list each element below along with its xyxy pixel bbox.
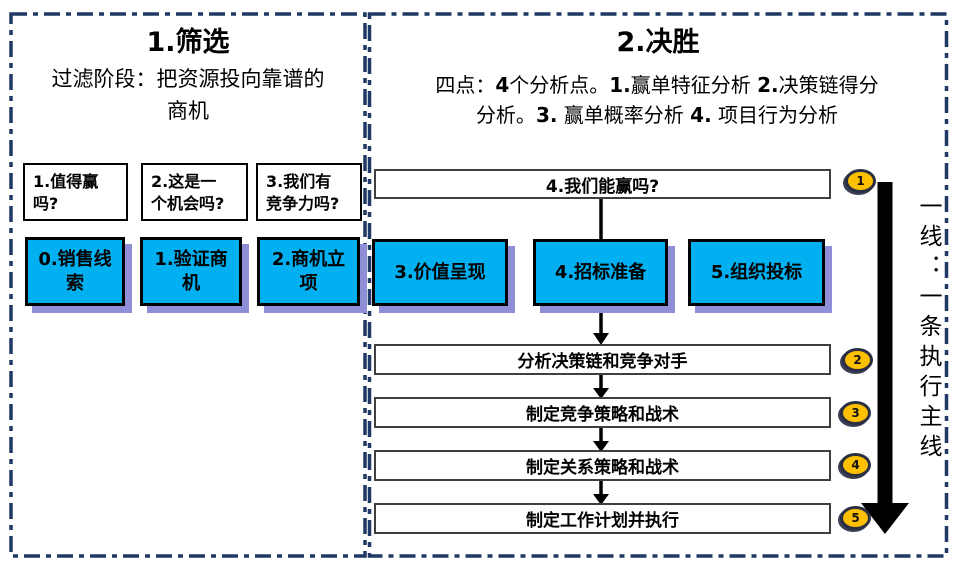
stage-box-project-initiation: 2.商机立 项	[257, 237, 360, 306]
subtitle-segment: 赢单特征分析	[630, 73, 758, 97]
subtitle-segment: 赢单概率分析	[557, 103, 691, 127]
left-panel-subtitle: 过滤阶段：把资源投向靠谱的 商机	[51, 67, 325, 123]
subtitle-segment: 项目行为分析	[711, 103, 839, 127]
subtitle-segment: 4	[495, 73, 510, 97]
left-panel-dashed-border	[9, 12, 367, 558]
step-marker-2: 2	[842, 348, 873, 372]
stage-box-value-presentation: 3.价值呈现	[372, 239, 508, 306]
step-marker-3: 3	[840, 401, 871, 425]
subtitle-segment: 决策链得分 分析。	[475, 73, 879, 127]
question-box-competitive: 3.我们有 竞争力吗?	[256, 163, 362, 221]
right-panel-dashed-border	[367, 12, 949, 558]
arrowhead-step2-icon	[593, 388, 609, 399]
arrowhead-step4-icon	[593, 494, 609, 505]
step-box-competitive-strategy: 制定竞争策略和战术	[374, 397, 831, 428]
arrowhead-step3-icon	[593, 441, 609, 452]
subtitle-segment: 四点：	[435, 73, 496, 97]
question-box-worth-winning: 1.值得赢 吗?	[23, 163, 128, 221]
main-line-label: 一线：一条执行主线	[915, 194, 941, 464]
stage-box-sales-leads: 0.销售线 索	[25, 237, 125, 306]
step-box-relationship-strategy: 制定关系策略和战术	[374, 450, 831, 481]
subtitle-segment: 1.	[609, 73, 631, 97]
step-marker-5: 5	[840, 506, 871, 530]
subtitle-segment: 3.	[535, 103, 558, 127]
right-panel-title: 2.决胜	[616, 27, 700, 58]
question-box-is-opportunity: 2.这是一 个机会吗?	[141, 163, 248, 221]
stage-box-organize-bidding: 5.组织投标	[688, 239, 825, 306]
subtitle-segment: 个分析点。	[509, 73, 610, 97]
question-box-can-we-win: 4.我们能赢吗?	[374, 169, 831, 199]
stage-box-verify-opportunity: 1.验证商 机	[140, 237, 242, 306]
stage-box-bid-preparation: 4.招标准备	[533, 239, 668, 306]
step-box-work-plan-execute: 制定工作计划并执行	[374, 503, 831, 534]
right-panel-subtitle: 四点：4个分析点。1.赢单特征分析 2.决策链得分 分析。3. 赢单概率分析 4…	[373, 70, 941, 130]
step-box-analyze-decision-chain: 分析决策链和竞争对手	[374, 344, 831, 375]
subtitle-segment: 2.	[757, 73, 779, 97]
step-marker-1: 1	[845, 169, 876, 193]
step-marker-4: 4	[840, 453, 871, 477]
subtitle-segment: 4.	[690, 103, 712, 127]
arrowhead-step1-icon	[593, 333, 609, 345]
left-panel-title: 1.筛选	[146, 27, 230, 58]
main-line-arrow-icon	[861, 182, 909, 534]
